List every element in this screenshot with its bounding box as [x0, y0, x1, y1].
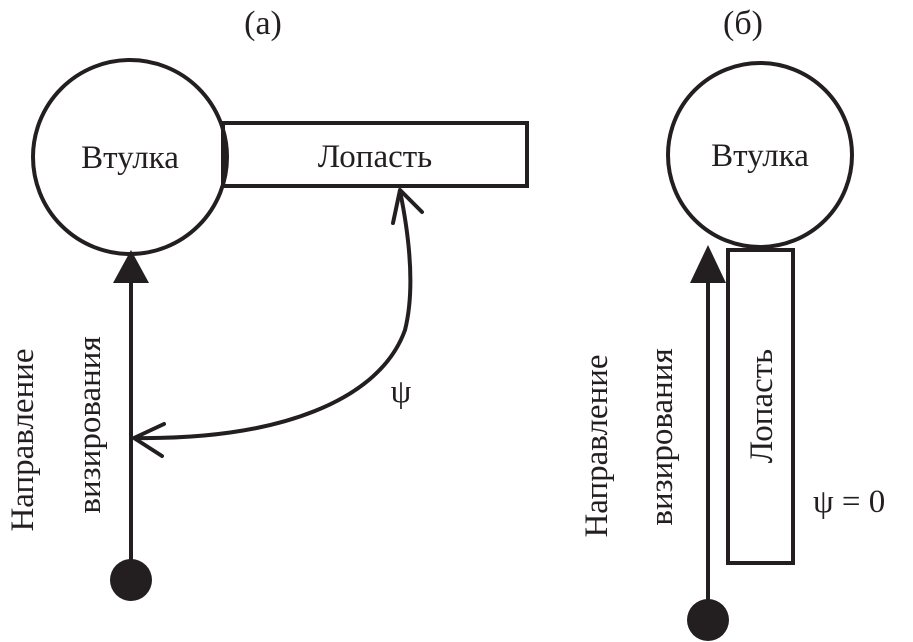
panel-a-angle-label: ψ	[391, 374, 412, 410]
panel-a-hub-label: Втулка	[81, 140, 179, 176]
panel-a-angle-arc	[133, 190, 413, 441]
panel-a-observer-dot	[110, 559, 152, 601]
panel-b-blade-label: Лопасть	[744, 349, 780, 464]
panel-a-view-direction-label-line2: визирования	[72, 336, 108, 513]
panel-b-view-direction-arrowhead-icon	[690, 245, 726, 283]
panel-b-blade-rect	[726, 248, 795, 565]
panel-b-angle-label: ψ = 0	[813, 484, 885, 520]
panel-a-view-direction-label-line1: Направление	[5, 348, 41, 531]
panel-a-view-direction-arrowhead-icon	[113, 250, 149, 283]
panel-a: (a) Втулка Лопасть Направление визирован…	[5, 5, 529, 601]
panel-b-view-direction-label-line1: Направление	[579, 354, 615, 537]
panel-b-observer-dot	[687, 599, 729, 641]
panel-b-hub-circle	[666, 61, 854, 249]
panel-a-blade-label: Лопасть	[318, 139, 433, 175]
panel-a-arc-arrowhead-view-icon	[132, 422, 166, 458]
panel-a-title: (a)	[244, 5, 282, 42]
panel-a-blade-rect	[221, 121, 529, 188]
panel-b-title: (б)	[723, 5, 763, 42]
panel-a-arc-arrowhead-blade-icon	[391, 188, 424, 225]
panel-b: (б) Втулка Лопасть Направление визирован…	[579, 5, 885, 641]
panel-b-hub-label: Втулка	[711, 138, 809, 174]
panel-b-view-direction-label-line2: визирования	[644, 348, 680, 525]
